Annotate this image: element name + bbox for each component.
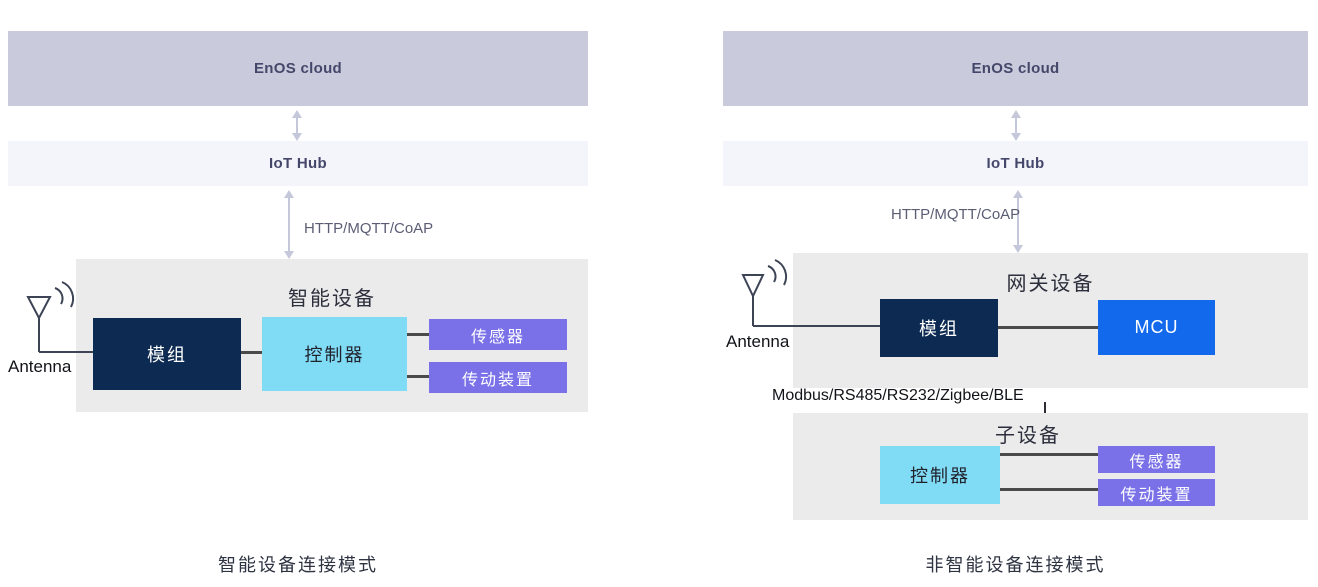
mcu-box: MCU — [1098, 300, 1215, 355]
updown-arrow-icon — [290, 110, 304, 141]
mcu-label: MCU — [1134, 317, 1179, 337]
sub-device-panel — [793, 413, 1308, 520]
smart-device-panel-label: 智能设备 — [288, 288, 376, 310]
updown-arrow-icon — [1011, 190, 1025, 253]
sensor-box-left: 传感器 — [429, 319, 567, 350]
antenna-icon — [741, 259, 880, 327]
protocol-label-left: HTTP/MQTT/CoAP — [304, 220, 434, 237]
module-box-right: 模组 — [880, 299, 998, 357]
controller-label-left: 控制器 — [304, 345, 365, 365]
module-box-left: 模组 — [93, 318, 241, 390]
iot-hub-label-right: IoT Hub — [986, 155, 1045, 172]
connector-line — [1000, 488, 1098, 491]
module-label-right: 模组 — [919, 319, 959, 339]
module-label-left: 模组 — [147, 345, 187, 365]
actuator-label-right: 传动装置 — [1120, 486, 1193, 504]
updown-arrow-icon — [282, 190, 296, 259]
caption-right: 非智能设备连接模式 — [925, 555, 1106, 575]
iot-hub-box-left: IoT Hub — [8, 141, 588, 186]
caption-left: 智能设备连接模式 — [218, 555, 378, 575]
antenna-icon — [26, 281, 94, 353]
connector-line — [1044, 402, 1046, 413]
gateway-device-panel-label: 网关设备 — [1006, 273, 1095, 295]
connector-line — [241, 351, 262, 354]
enos-cloud-box-right: EnOS cloud — [723, 31, 1308, 106]
actuator-label-left: 传动装置 — [461, 371, 534, 389]
controller-box-right: 控制器 — [880, 446, 1000, 504]
antenna-label-right: Antenna — [726, 332, 790, 351]
actuator-box-right: 传动装置 — [1098, 479, 1215, 506]
antenna-label-left: Antenna — [8, 357, 72, 376]
sensor-label-left: 传感器 — [470, 328, 525, 346]
connector-line — [998, 326, 1098, 329]
enos-cloud-label-right: EnOS cloud — [971, 60, 1060, 77]
iot-hub-box-right: IoT Hub — [723, 141, 1308, 186]
enos-cloud-box-left: EnOS cloud — [8, 31, 588, 106]
sensor-box-right: 传感器 — [1098, 446, 1215, 473]
enos-cloud-label-left: EnOS cloud — [253, 60, 342, 77]
updown-arrow-icon — [1009, 110, 1023, 141]
gateway-device-panel — [793, 253, 1308, 388]
bus-protocols-label: Modbus/RS485/RS232/Zigbee/BLE — [772, 387, 1024, 404]
sub-device-panel-label: 子设备 — [995, 425, 1061, 447]
connector-line — [1000, 453, 1098, 456]
controller-label-right: 控制器 — [910, 466, 970, 486]
protocol-label-right: HTTP/MQTT/CoAP — [891, 206, 1021, 223]
connector-line — [407, 333, 429, 336]
controller-box-left: 控制器 — [262, 317, 407, 391]
actuator-box-left: 传动装置 — [429, 362, 567, 393]
sensor-label-right: 传感器 — [1129, 453, 1184, 471]
connector-line — [407, 375, 429, 378]
iot-hub-label-left: IoT Hub — [269, 155, 327, 172]
